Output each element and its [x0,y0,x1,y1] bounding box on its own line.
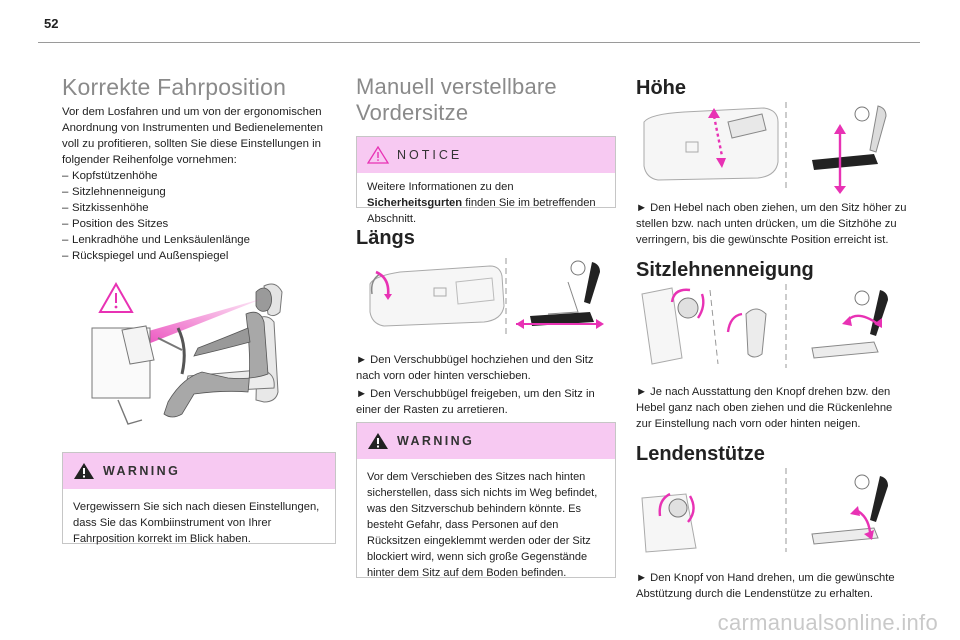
arrow-icon [670,288,691,303]
list-item: Sitzlehnenneigung [62,184,324,200]
warning-box-col1: WARNING Vergewissern Sie sich nach diese… [62,452,336,545]
driver-position-illustration [78,272,318,432]
watermark: carmanualsonline.info [717,610,938,635]
list-item: Sitzkissenhöhe [62,200,324,216]
list-item: Kopfstützenhöhe [62,168,324,184]
warning-title: WARNING [397,434,475,448]
notice-text-pre: Weitere Informationen zu den [367,181,514,193]
heading-lendenstuetze: Lendenstütze [636,443,765,465]
list-item: Lenkradhöhe und Lenksäulenlänge [62,232,324,248]
notice-header: NOTICE [357,137,615,173]
notice-text: Weitere Informationen zu den Sicherheits… [357,173,615,235]
heading-laengs: Längs [356,227,415,249]
warning-box-col2: WARNING Vor dem Verschieben des Sitzes n… [356,422,616,579]
backrest-adjust-illustration [636,284,908,370]
warning-title: WARNING [103,464,181,478]
header-divider [38,42,920,43]
laengs-step-2: ► Den Verschubbügel freigeben, um den Si… [356,388,595,416]
arrow-icon [658,492,671,517]
notice-text-post: finden Sie im betreffenden Abschnitt. [367,197,596,225]
section-title-driving-position: Korrekte Fahrposition [62,74,287,100]
driving-position-intro: Vor dem Losfahren und um von der ergonom… [62,106,323,166]
seatbelt-reference: Sicherheitsgurten [367,197,463,209]
section-title-line: Vordersitze [356,100,469,125]
section-title-line: Manuell verstellbare [356,74,557,99]
warning-triangle-icon [368,433,388,449]
heading-hoehe: Höhe [636,77,686,99]
hoehe-step: ► Den Hebel nach oben ziehen, um den Sit… [636,202,907,246]
list-item: Rückspiegel und Außenspiegel [62,248,324,264]
warning-text: Vergewissern Sie sich nach diesen Einste… [73,501,320,545]
settings-order-list: Kopfstützenhöhe Sitzlehnenneigung Sitzki… [62,168,324,264]
section-title-front-seats: Manuell verstellbare Vordersitze [356,74,557,126]
warning-triangle-icon [74,463,94,479]
warning-header: WARNING [357,423,615,459]
arrow-icon [712,115,724,157]
height-adjust-illustration [636,102,908,194]
heading-sitzlehnenneigung: Sitzlehnenneigung [636,259,814,281]
lehne-step: ► Je nach Ausstattung den Knopf drehen b… [636,386,893,430]
notice-title: NOTICE [397,148,463,162]
notice-box: NOTICE Weitere Informationen zu den Sich… [356,136,616,225]
lenden-step: ► Den Knopf von Hand drehen, um die gewü… [636,572,895,600]
lumbar-adjust-illustration [636,468,908,554]
laengs-step-1: ► Den Verschubbügel hochziehen und den S… [356,354,594,382]
arrow-icon [375,270,390,297]
warning-triangle-icon [98,281,134,313]
page-number: 52 [44,16,59,31]
warning-text: Vor dem Verschieben des Sitzes nach hint… [367,471,598,579]
notice-triangle-icon [367,146,389,164]
list-item: Position des Sitzes [62,216,324,232]
warning-header: WARNING [63,453,335,489]
longitudinal-adjust-illustration [360,254,616,340]
